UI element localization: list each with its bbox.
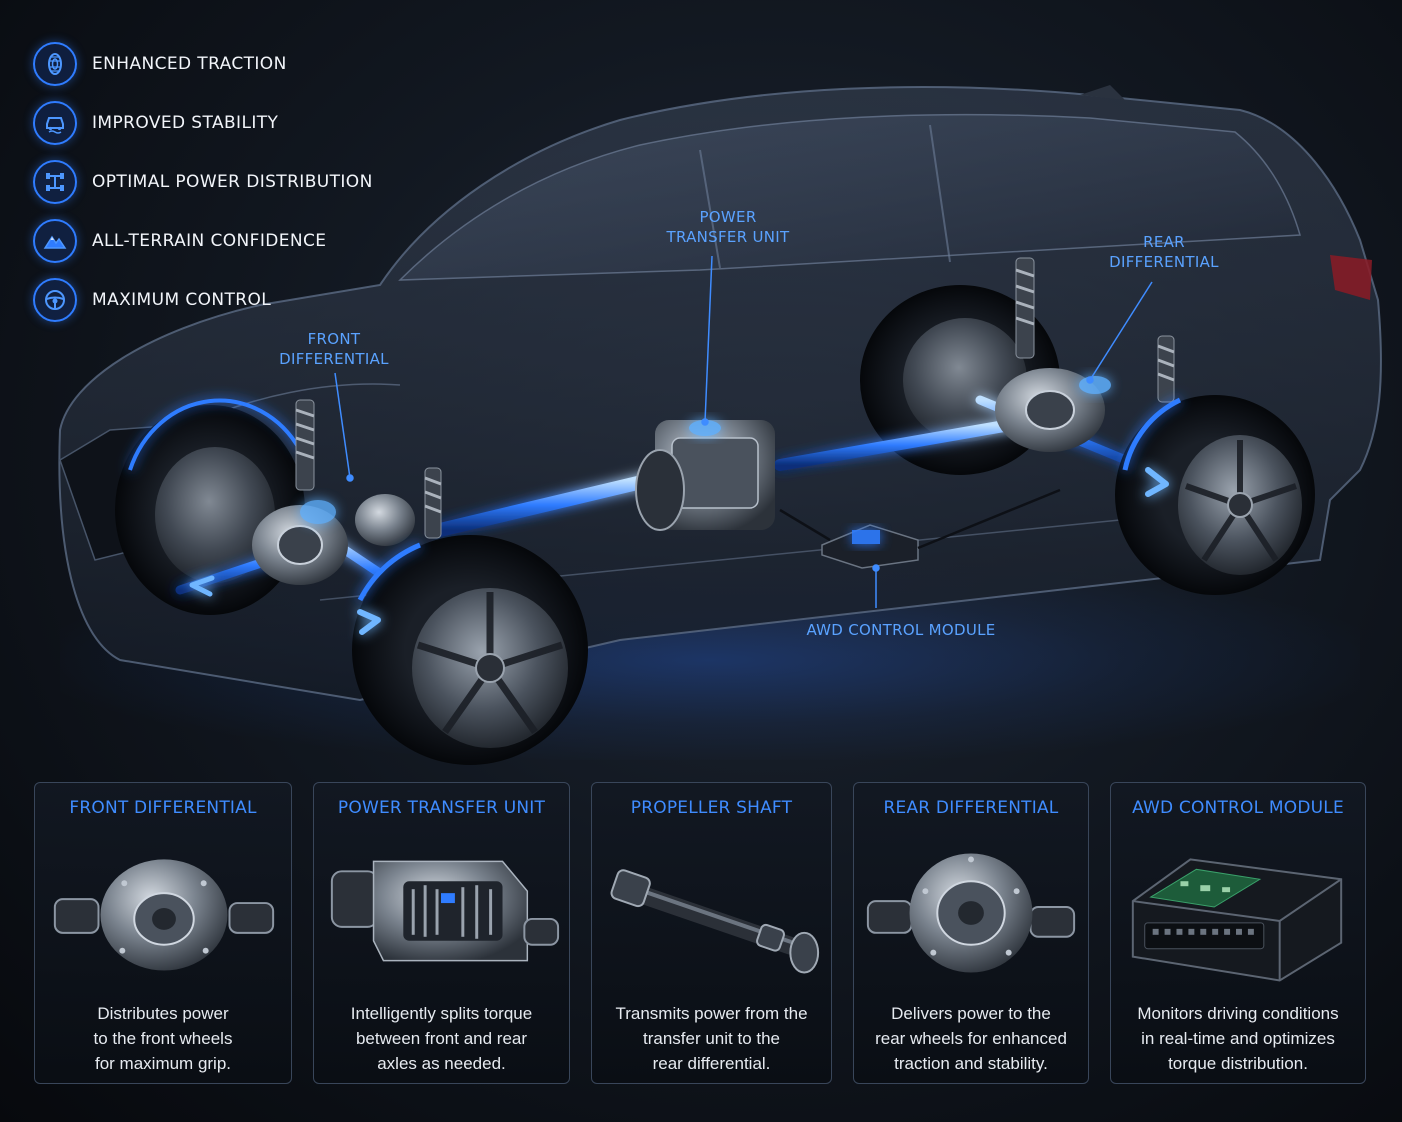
card-desc-line: torque distribution. [1168,1054,1308,1073]
card-description: Monitors driving conditions in real-time… [1117,1001,1359,1076]
car-stability-icon [33,101,77,145]
rear-differential-icon [866,853,1076,973]
callout-line: FRONT [307,330,361,348]
card-desc-line: between front and rear [355,1029,528,1048]
callout-awd-control-module: AWD CONTROL MODULE [800,620,1002,640]
benefit-label: ENHANCED TRACTION [92,54,287,74]
card-desc-line: traction and stability. [894,1054,1048,1073]
callout-power-transfer-unit: POWER TRANSFER UNIT [664,207,792,247]
power-transfer-unit-icon [330,860,560,962]
card-title: AWD CONTROL MODULE [1132,798,1344,818]
benefit-item: ALL-TERRAIN CONFIDENCE [33,219,393,263]
rear-right-wheel [1115,395,1315,595]
benefit-label: OPTIMAL POWER DISTRIBUTION [92,172,373,192]
card-desc-line: Intelligently splits torque [350,1004,533,1023]
benefit-item: OPTIMAL POWER DISTRIBUTION [33,160,393,204]
callout-line: TRANSFER UNIT [666,228,790,246]
card-desc-line: rear differential. [652,1054,771,1073]
callout-line: DIFFERENTIAL [279,350,389,368]
card-desc-line: Distributes power [97,1004,229,1023]
component-card-propeller-shaft: PROPELLER SHAFT Transmits power from the… [591,782,832,1084]
propeller-shaft-icon [610,869,820,974]
callout-line: AWD CONTROL MODULE [806,621,996,639]
component-card-power-transfer-unit: POWER TRANSFER UNIT Intelligently splits… [313,782,570,1084]
card-desc-line: Delivers power to the [891,1004,1051,1023]
component-card-front-differential: FRONT DIFFERENTIAL Distributes power to … [34,782,292,1084]
awd-vehicle-illustration [58,85,1382,765]
card-desc-line: axles as needed. [377,1054,506,1073]
card-title: POWER TRANSFER UNIT [337,798,546,818]
card-desc-line: for maximum grip. [94,1054,232,1073]
benefit-label: IMPROVED STABILITY [92,113,279,133]
callout-line: POWER [699,208,757,226]
card-description: Intelligently splits torque between fron… [320,1001,563,1076]
component-card-awd-control-module: AWD CONTROL MODULE Monitors driving cond… [1110,782,1366,1084]
front-differential-icon [53,859,275,971]
drivetrain-icon [33,160,77,204]
card-title: REAR DIFFERENTIAL [883,798,1059,818]
control-module-icon [1131,858,1343,982]
card-desc-line: Monitors driving conditions [1137,1004,1339,1023]
callout-leader-lines [334,255,1153,608]
component-card-rear-differential: REAR DIFFERENTIAL Delivers power to the … [853,782,1089,1084]
card-description: Delivers power to the rear wheels for en… [860,1001,1082,1076]
card-desc-line: transfer unit to the [642,1029,781,1048]
card-desc-line: to the front wheels [93,1029,233,1048]
benefit-item: IMPROVED STABILITY [33,101,393,145]
front-differential-unit [252,494,415,585]
callout-front-differential: FRONT DIFFERENTIAL [272,329,396,369]
card-desc-line: rear wheels for enhanced [875,1029,1067,1048]
steering-wheel-icon [33,278,77,322]
card-desc-line: in real-time and optimizes [1141,1029,1335,1048]
card-desc-line: Transmits power from the [615,1004,808,1023]
mountain-icon [33,219,77,263]
power-flow-arrows [189,467,1169,635]
benefit-item: ENHANCED TRACTION [33,42,393,86]
power-transfer-unit [635,420,775,531]
awd-control-module-unit [779,488,1061,569]
tire-icon [33,42,77,86]
card-title: PROPELLER SHAFT [630,798,793,818]
rear-struts [1015,257,1175,403]
benefit-label: MAXIMUM CONTROL [92,290,272,310]
callout-line: DIFFERENTIAL [1109,253,1219,271]
benefits-list: ENHANCED TRACTION IMPROVED STABILITY OPT… [33,42,393,337]
card-title: FRONT DIFFERENTIAL [69,798,257,818]
callout-rear-differential: REAR DIFFERENTIAL [1100,232,1228,272]
callout-line: REAR [1143,233,1185,251]
benefit-label: ALL-TERRAIN CONFIDENCE [92,231,327,251]
card-description: Distributes power to the front wheels fo… [41,1001,285,1076]
card-description: Transmits power from the transfer unit t… [598,1001,825,1076]
front-struts [295,399,442,539]
front-right-wheel [352,535,588,765]
benefit-item: MAXIMUM CONTROL [33,278,393,322]
